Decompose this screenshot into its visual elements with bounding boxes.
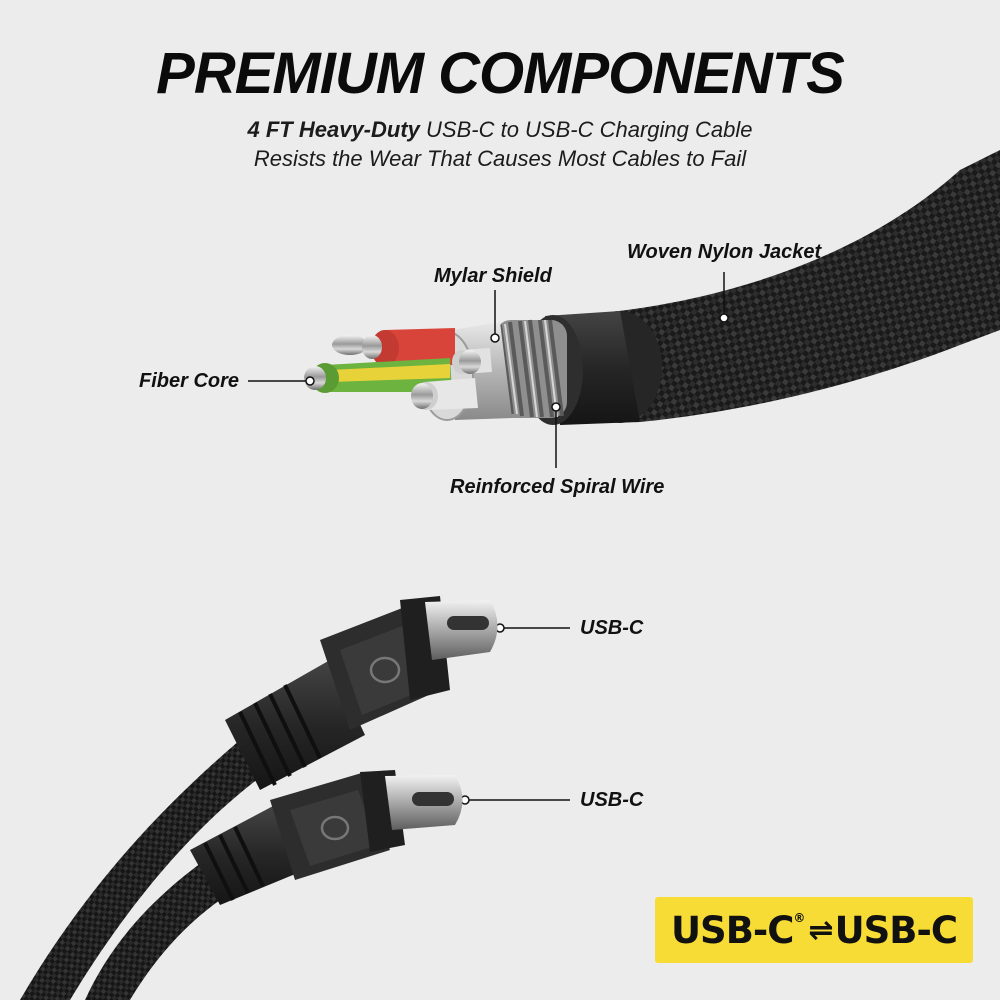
page-title: PREMIUM COMPONENTS — [156, 41, 845, 106]
usb-c-connector-top — [225, 596, 498, 790]
callout-reinforced-spiral-wire: Reinforced Spiral Wire — [450, 476, 665, 498]
callout-usb-c-bottom: USB-C — [580, 789, 644, 811]
badge-right-label: USB-C — [834, 908, 958, 952]
callout-usb-c-top: USB-C — [580, 617, 644, 639]
subtitle-bold: 4 FT Heavy-Duty — [247, 117, 420, 142]
braided-cable-1 — [20, 740, 270, 1000]
braided-cable-2 — [85, 860, 235, 1000]
callout-lines — [248, 272, 725, 801]
reinforced-spiral-wire — [495, 319, 567, 418]
callout-mylar-shield: Mylar Shield — [434, 265, 552, 287]
woven-nylon-jacket — [610, 150, 1000, 422]
subtitle-rest: USB-C to USB-C Charging Cable — [419, 117, 753, 142]
badge-left-label: USB-C — [671, 908, 794, 952]
inner-conductors — [304, 328, 492, 410]
bidirectional-arrows-icon: ⇌ — [808, 912, 833, 948]
usb-c-connector-bottom — [190, 770, 463, 905]
subtitle-line-2: Resists the Wear That Causes Most Cables… — [253, 146, 747, 171]
cutaway-cable — [304, 150, 1000, 425]
subtitle-line-1: 4 FT Heavy-Duty USB-C to USB-C Charging … — [0, 117, 1000, 143]
usb-c-to-usb-c-badge: USB-C®⇌USB-C — [655, 897, 973, 963]
usb-c-cables — [20, 596, 498, 1000]
callout-fiber-core: Fiber Core — [139, 370, 240, 392]
registered-mark: ® — [793, 911, 805, 925]
callout-woven-nylon-jacket: Woven Nylon Jacket — [627, 241, 822, 263]
